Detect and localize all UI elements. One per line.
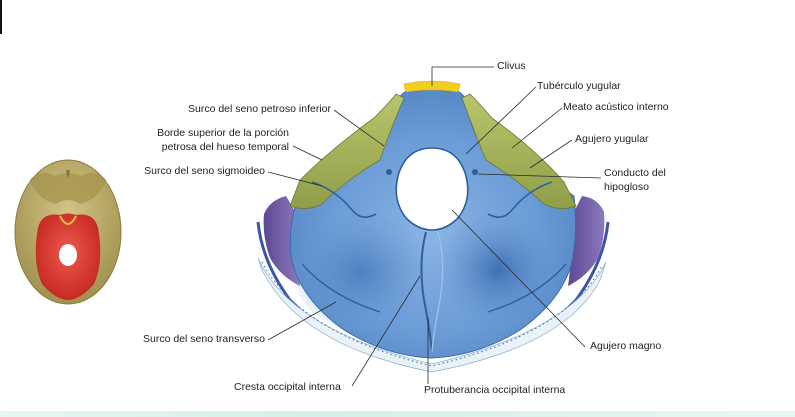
label-clivus: Clivus [497,60,526,72]
leader-tuberculo [465,86,537,155]
leader-meato [511,107,563,149]
leader-lines [267,66,602,387]
leader-borde [292,145,323,161]
leader-surco-petroso [333,109,385,147]
label-surco-seno-transverso: Surco del seno transverso [143,333,265,345]
label-surco-seno-petroso-inferior: Surco del seno petroso inferior [188,103,331,115]
label-agujero-magno: Agujero magno [590,340,662,352]
label-cresta-occipital-interna: Cresta occipital interna [234,381,341,393]
label-conducto-hipogloso-line2: hipogloso [604,181,649,193]
skull-base-thumbnail [14,159,122,305]
leader-agujero-magno [451,209,586,348]
label-tuberculo-yugular: Tubérculo yugular [537,80,621,92]
label-protuberancia-occipital-interna: Protuberancia occipital interna [424,384,566,396]
label-borde-superior-line1: Borde superior de la porción [157,127,289,139]
page-bottom-band [0,411,795,417]
posterior-cranial-fossa [256,80,610,373]
leader-conducto [477,173,602,179]
label-meato-acustico-interno: Meato acústico interno [563,101,669,113]
leader-cresta [351,275,421,387]
leader-agujero-yugular [529,139,573,169]
label-borde-superior-line2: petrosa del hueso temporal [161,141,289,153]
label-agujero-yugular: Agujero yugular [575,133,649,145]
label-surco-seno-sigmoideo: Surco del seno sigmoideo [144,165,265,177]
leader-surco-sigmoideo [267,171,323,187]
leader-surco-transverso [267,301,337,341]
label-conducto-hipogloso-line1: Conducto del [604,167,666,179]
page-edge-mark [0,0,2,34]
